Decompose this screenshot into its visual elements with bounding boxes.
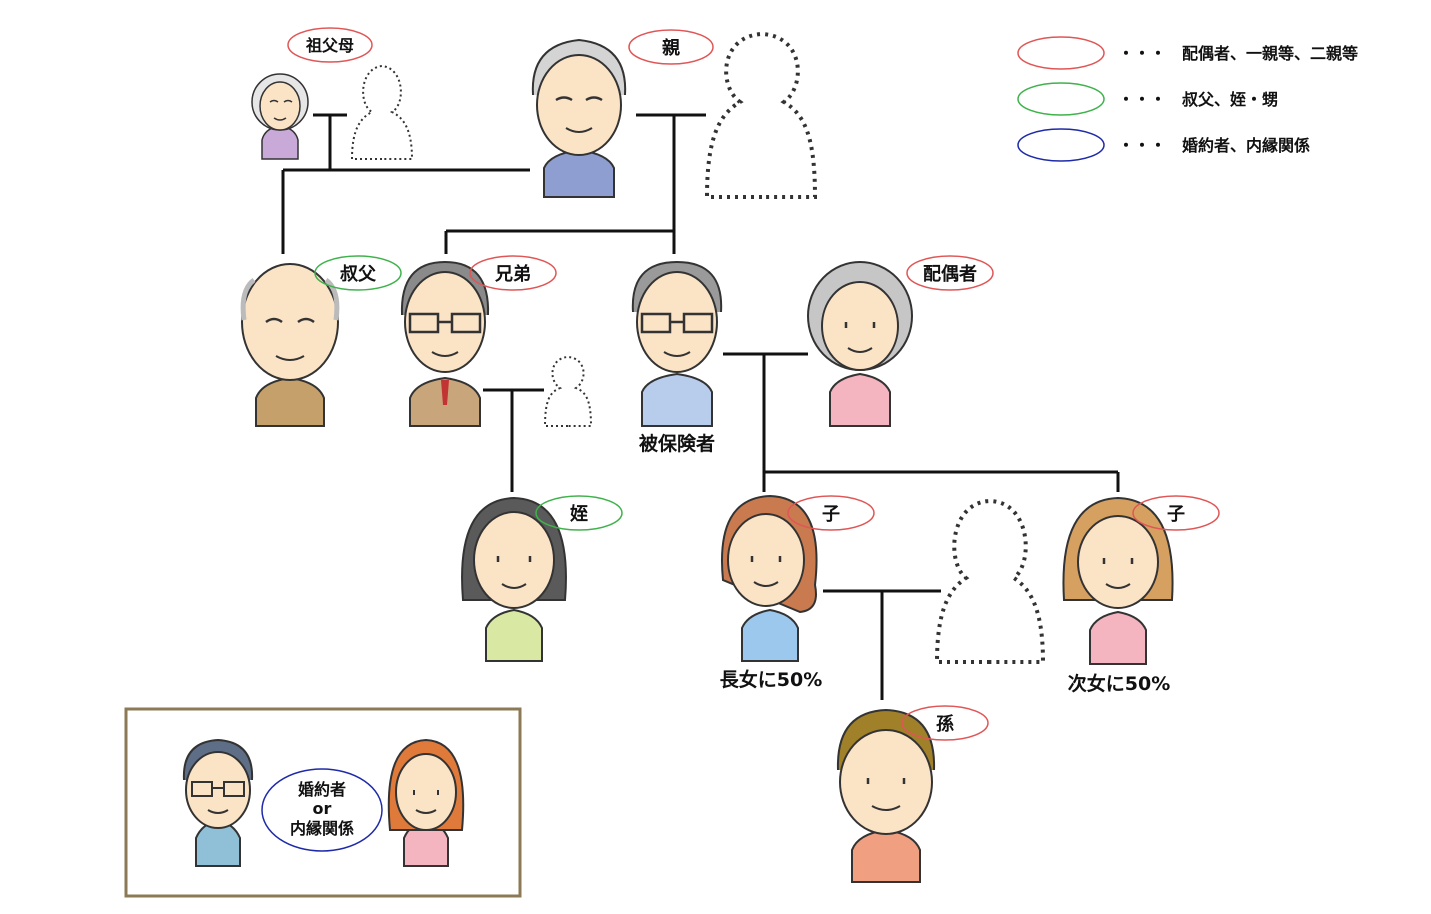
partner-text-line3: 内縁関係 bbox=[290, 819, 354, 838]
legend-text-green: ・・・ 叔父、姪・甥 bbox=[1118, 90, 1278, 109]
brother-partner-silhouette bbox=[543, 355, 593, 427]
fiance-woman-figure bbox=[387, 738, 465, 867]
legend-item-green: ・・・ 叔父、姪・甥 bbox=[1017, 82, 1278, 116]
insured-figure bbox=[631, 260, 723, 427]
uncle-figure bbox=[240, 263, 340, 427]
legend-text-blue: ・・・ 婚約者、内縁関係 bbox=[1118, 136, 1310, 155]
label-niece: 姪 bbox=[535, 495, 623, 531]
grandchild-figure bbox=[836, 708, 936, 883]
grandmother-figure bbox=[251, 73, 309, 160]
label-grandparents: 祖父母 bbox=[287, 27, 373, 63]
label-grandchild: 孫 bbox=[901, 705, 989, 741]
spouse-figure bbox=[807, 261, 913, 427]
label-brother: 兄弟 bbox=[469, 255, 557, 291]
connector-lines bbox=[281, 113, 1120, 700]
label-text-brother: 兄弟 bbox=[494, 263, 531, 285]
legend: ・・・ 配偶者、一親等、二親等 ・・・ 叔父、姪・甥 ・・・ 婚約者、内縁関係 bbox=[1017, 36, 1358, 162]
partner-ring bbox=[261, 768, 383, 852]
niece-figure bbox=[461, 496, 567, 662]
child2-figure bbox=[1062, 496, 1174, 665]
brother-figure bbox=[400, 260, 490, 427]
caption-child2: 次女に50% bbox=[1068, 672, 1170, 695]
label-spouse: 配偶者 bbox=[906, 255, 994, 291]
grandparent-partner-silhouette bbox=[350, 64, 414, 160]
fiance-man-figure bbox=[182, 738, 254, 867]
label-text-spouse: 配偶者 bbox=[923, 263, 977, 285]
label-child2: 子 bbox=[1132, 495, 1220, 531]
label-text-parent: 親 bbox=[662, 37, 680, 59]
legend-text-red: ・・・ 配偶者、一親等、二親等 bbox=[1118, 44, 1358, 63]
caption-child1: 長女に50% bbox=[720, 668, 822, 691]
parent-figure bbox=[531, 38, 627, 198]
label-text-child2: 子 bbox=[1167, 504, 1185, 525]
caption-insured: 被保険者 bbox=[639, 432, 715, 455]
partner-text-line2: or bbox=[313, 799, 332, 818]
label-parent: 親 bbox=[628, 29, 714, 65]
partner-text-line1: 婚約者 bbox=[298, 780, 346, 799]
label-text-grandchild: 孫 bbox=[936, 713, 954, 735]
legend-item-blue: ・・・ 婚約者、内縁関係 bbox=[1017, 128, 1310, 162]
label-text-uncle: 叔父 bbox=[340, 264, 377, 285]
label-uncle: 叔父 bbox=[314, 255, 402, 291]
partner-box: 婚約者 or 内縁関係 bbox=[124, 707, 522, 898]
child1-figure bbox=[721, 494, 818, 662]
ring-grandparents bbox=[287, 27, 373, 63]
label-text-child1: 子 bbox=[822, 504, 840, 525]
label-text-niece: 姪 bbox=[570, 503, 588, 525]
label-text-grandparents: 祖父母 bbox=[305, 36, 354, 55]
label-child1: 子 bbox=[787, 495, 875, 531]
placeholder-silhouettes bbox=[350, 31, 1046, 664]
parent-partner-silhouette bbox=[704, 31, 818, 199]
legend-item-red: ・・・ 配偶者、一親等、二親等 bbox=[1017, 36, 1358, 70]
child-partner-silhouette bbox=[934, 498, 1046, 664]
